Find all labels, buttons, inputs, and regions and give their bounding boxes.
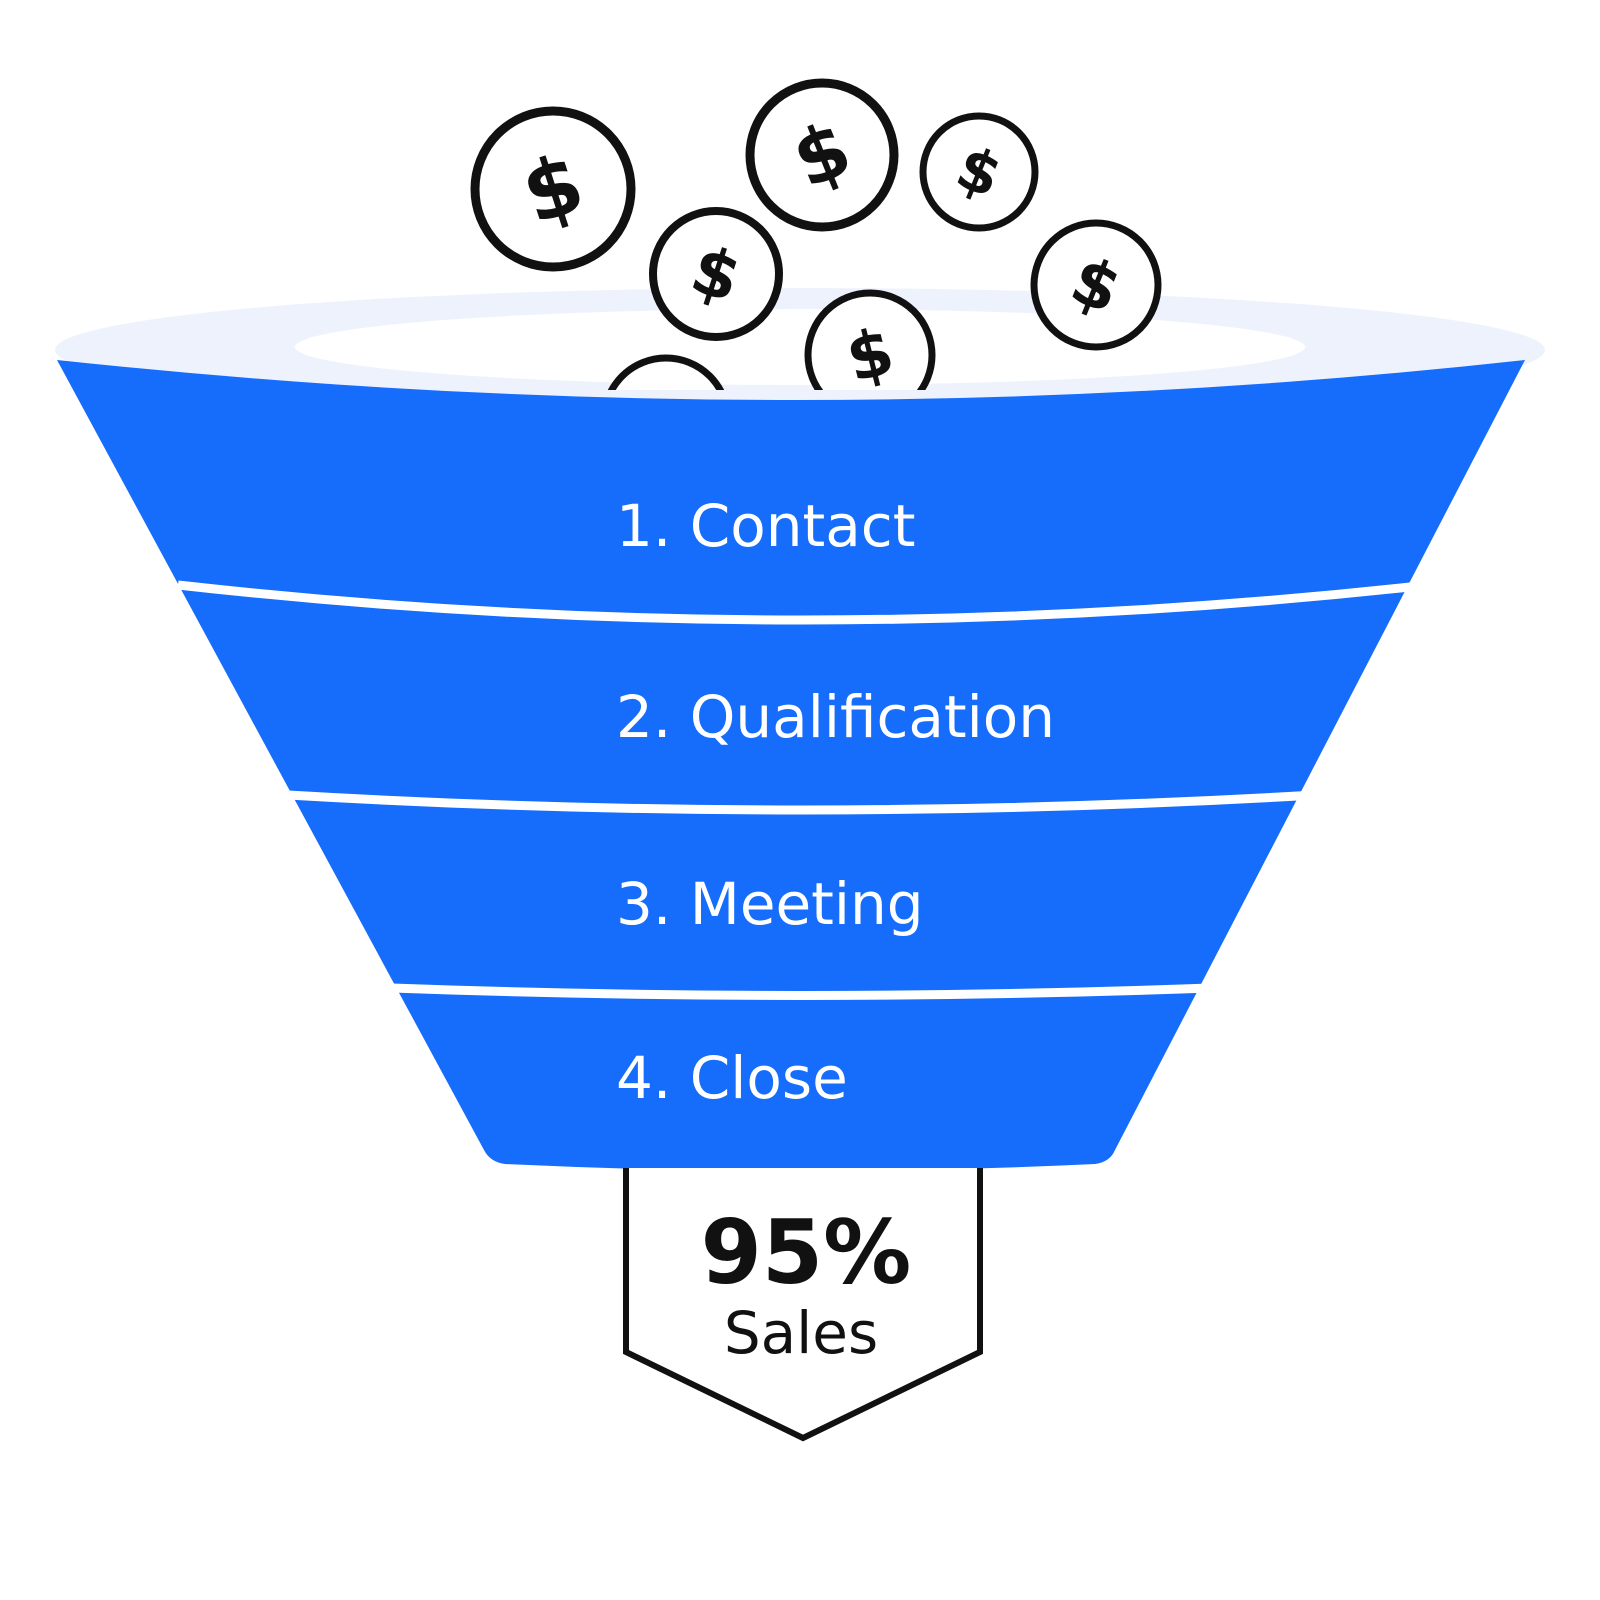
stage-label-close: 4. Close <box>616 1044 848 1112</box>
stage-label-meeting: 3. Meeting <box>616 870 924 938</box>
funnel-body <box>57 360 1525 1171</box>
stage-label-qualification: 2. Qualification <box>616 683 1055 751</box>
dollar-coin-icon: $ <box>1030 219 1162 351</box>
coins-group: $$$$$$$ <box>470 78 1162 458</box>
dollar-coin-icon: $ <box>745 78 899 232</box>
dollar-coin-icon: $ <box>649 207 783 341</box>
dollar-sign-glyph: $ <box>643 383 688 458</box>
stage-label-contact: 1. Contact <box>616 492 915 560</box>
dollar-coin-icon: $ <box>919 112 1039 232</box>
dollar-coin-icon: $ <box>607 354 725 458</box>
result-arrow <box>623 1168 983 1442</box>
funnel-rim-inner <box>295 309 1305 385</box>
dollar-coin-icon: $ <box>804 289 936 390</box>
dollar-coin-icon: $ <box>470 106 636 272</box>
stage-divider <box>177 580 1429 625</box>
conversion-rate-label: Sales <box>724 1299 878 1367</box>
conversion-rate-value: 95% <box>701 1201 912 1304</box>
stage-divider <box>287 790 1316 815</box>
stage-divider <box>391 983 1211 1000</box>
